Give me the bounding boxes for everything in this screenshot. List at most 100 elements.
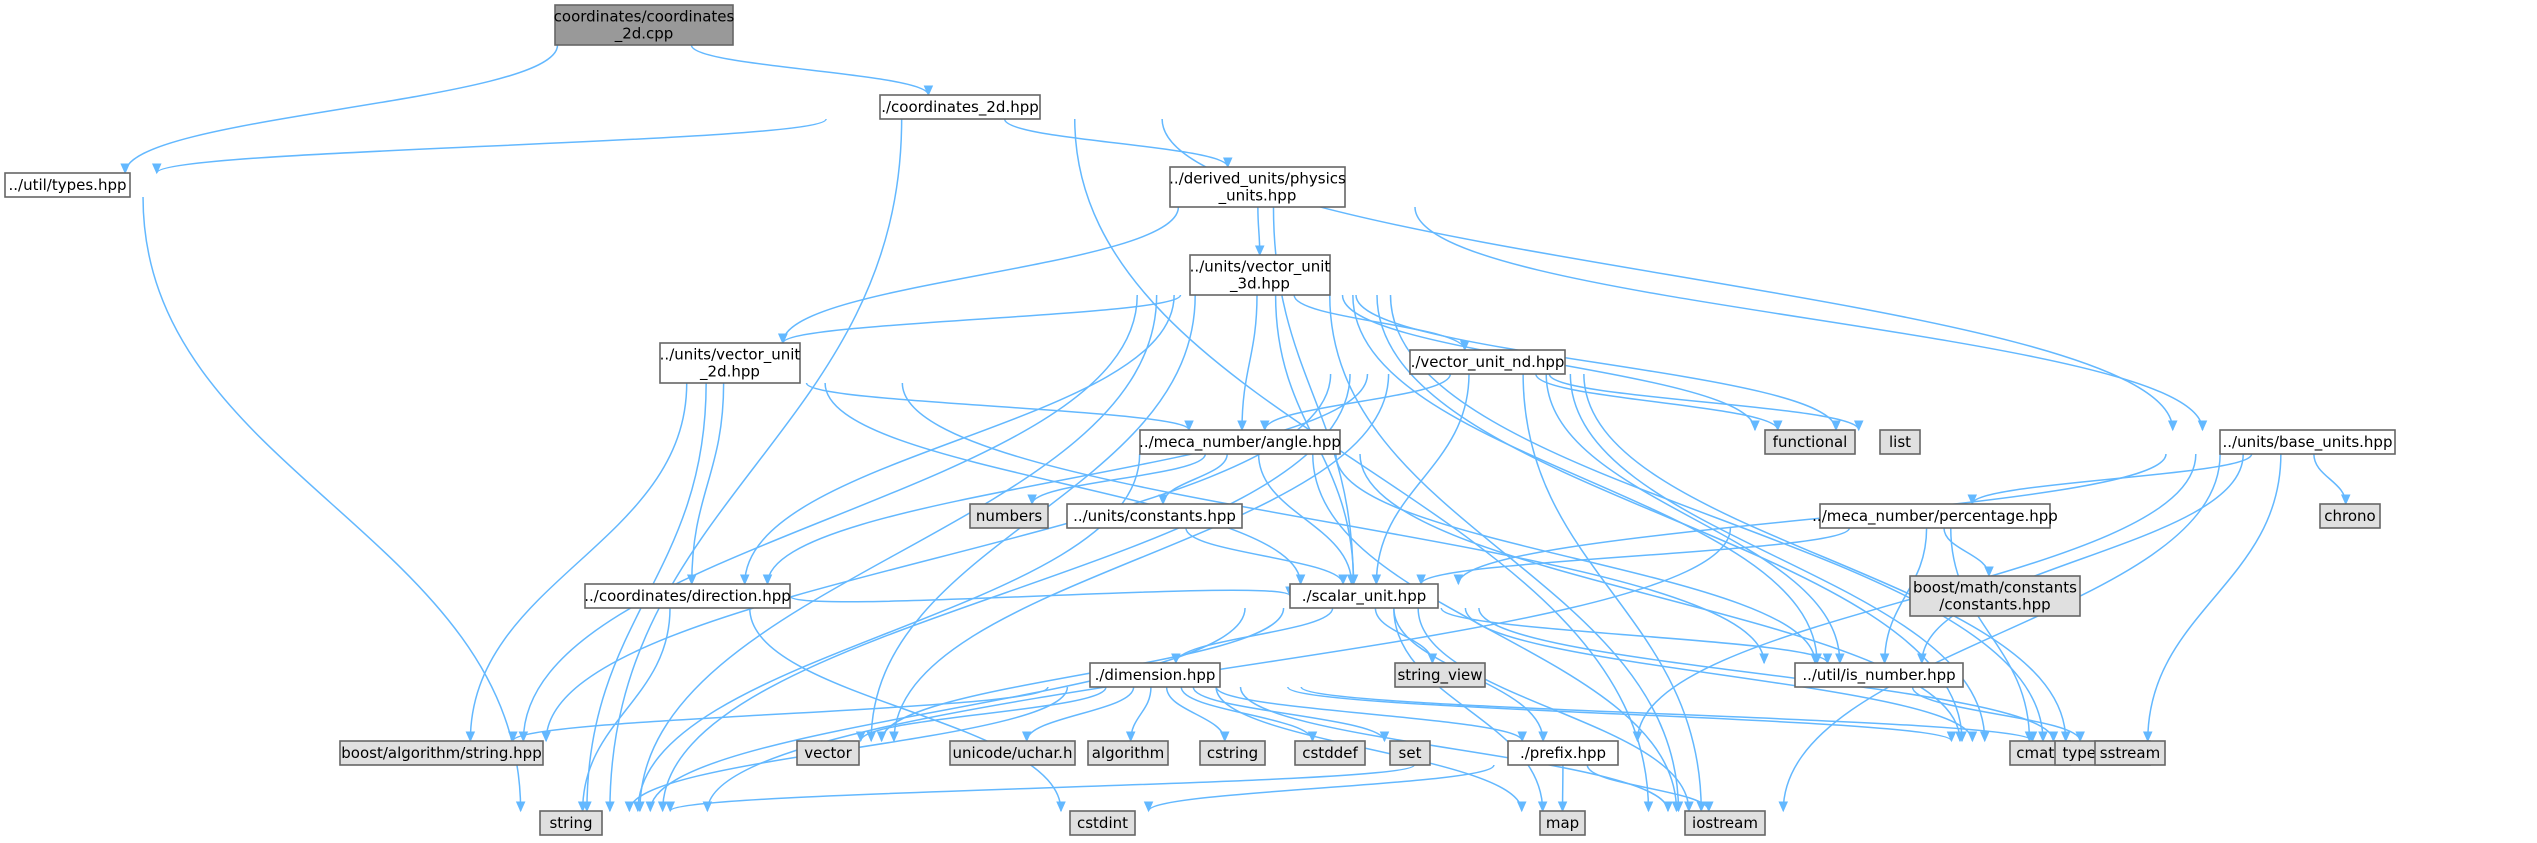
node-label: cmath	[2016, 744, 2063, 762]
node-label: sstream	[2100, 744, 2160, 762]
node-consts[interactable]: ../units/constants.hpp	[1066, 503, 1243, 529]
node-label: ../units/base_units.hpp	[2223, 433, 2393, 452]
node-dim[interactable]: ./dimension.hpp	[1089, 662, 1221, 688]
edge-vnd-to-dir	[762, 373, 1369, 586]
node-label: _2d.cpp	[614, 25, 674, 44]
node-scalar[interactable]: ./scalar_unit.hpp	[1289, 583, 1439, 609]
node-label: boost/math/constants	[1913, 579, 2077, 597]
node-iostream: iostream	[1684, 810, 1766, 836]
node-label: string	[549, 814, 592, 832]
edge-vnd-to-angle	[1259, 373, 1452, 432]
node-c2d[interactable]: ./coordinates_2d.hpp	[879, 94, 1041, 120]
node-cstddef: cstddef	[1294, 740, 1366, 766]
edge-physics-to-v2d	[777, 206, 1180, 345]
edge-dim-to-cmath	[1287, 686, 1957, 743]
node-label: vector	[804, 744, 852, 762]
edge-v2d-to-angle	[805, 382, 1194, 432]
edge-vnd-to-vector	[889, 373, 1390, 743]
edge-dim-to-map	[1215, 686, 1527, 813]
edge-base-to-sstream	[2142, 453, 2282, 743]
edge-vnd-to-list	[1548, 373, 1864, 432]
edge-types-to-string	[142, 196, 526, 813]
node-label: ../units/constants.hpp	[1073, 507, 1236, 525]
edge-dim-to-sstream	[1300, 686, 2038, 743]
node-root: coordinates/coordinates_2d.cpp	[554, 4, 735, 46]
edge-c2d-to-types	[151, 118, 827, 175]
node-types[interactable]: ../util/types.hpp	[4, 172, 131, 198]
node-label: cstddef	[1302, 744, 1358, 762]
node-label: ../meca_number/percentage.hpp	[1812, 507, 2058, 526]
node-label: cstring	[1207, 744, 1258, 762]
node-pct[interactable]: ../meca_number/percentage.hpp	[1812, 503, 2058, 529]
edge-scalar-to-string	[645, 607, 1246, 813]
edge-v3d-to-dir	[739, 294, 1175, 586]
edge-vnd-to-sstream	[1583, 373, 2071, 743]
edge-v2d-to-isnum	[901, 382, 1769, 665]
node-v3d[interactable]: ../units/vector_unit_3d.hpp	[1189, 254, 1331, 296]
edge-base-to-chrono	[2313, 453, 2351, 506]
node-label: ../coordinates/direction.hpp	[584, 587, 791, 605]
edge-scalar-to-isnum	[1440, 607, 1833, 665]
node-dir[interactable]: ../coordinates/direction.hpp	[584, 583, 791, 609]
edge-dim-to-prefix	[1215, 686, 1527, 743]
node-label: ../units/vector_unit	[1190, 258, 1331, 277]
node-label: ../units/vector_unit	[660, 346, 801, 365]
node-v2d[interactable]: ../units/vector_unit_2d.hpp	[659, 342, 801, 384]
node-label: set	[1399, 744, 1422, 762]
node-label: boost/algorithm/string.hpp	[341, 744, 541, 762]
node-label: functional	[1773, 433, 1848, 451]
edge-base-to-isnum	[1917, 453, 2244, 665]
node-vector: vector	[796, 740, 860, 766]
node-label: algorithm	[1092, 744, 1164, 762]
edge-c2d-to-string	[605, 118, 903, 813]
edge-root-to-types	[120, 44, 559, 175]
node-label: list	[1889, 433, 1911, 451]
edge-c2d-to-iostream	[1074, 118, 1654, 813]
node-chrono: chrono	[2319, 503, 2381, 529]
node-prefix[interactable]: ./prefix.hpp	[1507, 740, 1619, 766]
edge-prefix-to-iostream	[1586, 764, 1714, 813]
node-label: ../derived_units/physics	[1169, 170, 1346, 189]
edge-vnd-to-isnum	[1545, 373, 1845, 665]
node-label: numbers	[976, 507, 1043, 525]
edge-dir-to-string	[577, 607, 671, 813]
node-physics[interactable]: ../derived_units/physics_units.hpp	[1169, 166, 1346, 208]
edge-angle-to-consts	[1158, 453, 1228, 506]
edge-dim-to-iostream	[1239, 686, 1673, 813]
edge-scalar-to-map	[1393, 607, 1548, 813]
node-string_view: string_view	[1394, 662, 1486, 688]
edge-pct-to-boostmath	[1943, 527, 1994, 578]
node-label: /constants.hpp	[1939, 596, 2050, 614]
node-label: ../util/types.hpp	[8, 176, 126, 194]
edge-angle-to-isnum	[1335, 453, 1820, 665]
node-base[interactable]: ../units/base_units.hpp	[2219, 429, 2396, 455]
node-label: cstdint	[1077, 814, 1128, 832]
node-angle[interactable]: ../meca_number/angle.hpp	[1139, 429, 1341, 455]
edge-v3d-to-angle	[1237, 294, 1258, 432]
node-label: map	[1546, 814, 1579, 832]
node-set: set	[1389, 740, 1431, 766]
node-uchar: unicode/uchar.h	[949, 740, 1076, 766]
edge-vnd-to-functional	[1535, 373, 1783, 432]
node-map: map	[1539, 810, 1586, 836]
edge-dim-to-boostalgo	[508, 686, 1049, 743]
edge-root-to-c2d	[690, 44, 934, 97]
node-label: ./coordinates_2d.hpp	[881, 98, 1039, 117]
node-functional: functional	[1764, 429, 1856, 455]
edge-v2d-to-dir	[686, 382, 725, 586]
node-algorithm: algorithm	[1087, 740, 1169, 766]
edge-v3d-to-v2d	[778, 294, 1182, 345]
node-label: unicode/uchar.h	[953, 744, 1073, 762]
edge-v3d-to-list	[1355, 294, 1841, 432]
node-label: ./dimension.hpp	[1095, 666, 1216, 684]
node-vnd[interactable]: ./vector_unit_nd.hpp	[1409, 349, 1566, 375]
node-label: _units.hpp	[1218, 187, 1297, 206]
edge-dir-to-cstdint	[749, 607, 1066, 813]
edge-c2d-to-physics	[1003, 118, 1233, 169]
node-label: ./prefix.hpp	[1520, 744, 1606, 762]
edge-pct-to-isnum	[1879, 527, 1928, 665]
edge-angle-to-numbers	[1027, 453, 1207, 506]
node-isnum[interactable]: ../util/is_number.hpp	[1794, 662, 1964, 688]
edge-dim-to-vector	[855, 686, 1107, 743]
edge-base-to-pct	[1967, 453, 2253, 506]
